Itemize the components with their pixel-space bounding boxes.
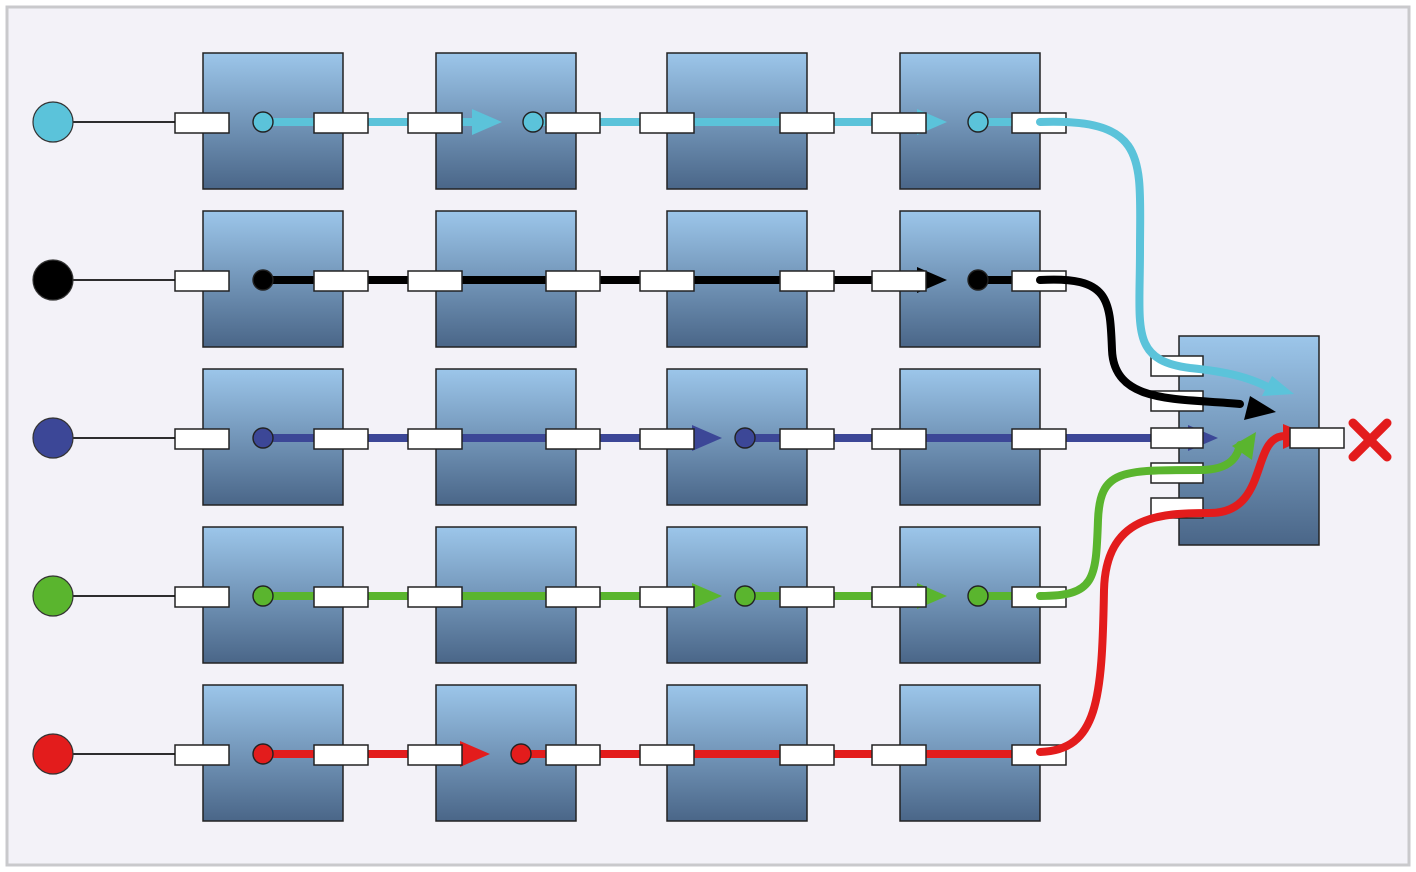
route-arrow-green xyxy=(1232,432,1256,460)
cross-icon-stroke xyxy=(1348,418,1392,462)
port-black-6 xyxy=(779,270,835,292)
junction-dot-black-1 xyxy=(252,269,274,291)
arrow-head-cyan-0 xyxy=(472,109,502,135)
port-red-4 xyxy=(545,744,601,766)
port-cyan-5 xyxy=(639,112,695,134)
port-cyan-4 xyxy=(545,112,601,134)
port-navy-5 xyxy=(639,428,695,450)
source-layer xyxy=(32,101,175,775)
port-cyan-6 xyxy=(779,112,835,134)
route-curve-cyan xyxy=(1036,117,1274,392)
port-black-1 xyxy=(174,270,230,292)
port-black-3 xyxy=(407,270,463,292)
source-node-black[interactable] xyxy=(32,259,74,301)
port-navy-1 xyxy=(174,428,230,450)
port-green-5 xyxy=(639,586,695,608)
merge-output-port xyxy=(1289,427,1345,449)
route-arrow-black xyxy=(1244,396,1276,420)
port-red-3 xyxy=(407,744,463,766)
junction-dot-navy-2 xyxy=(734,427,756,449)
port-red-5 xyxy=(639,744,695,766)
route-curve-red xyxy=(1036,432,1289,756)
port-black-4 xyxy=(545,270,601,292)
junction-dot-black-2 xyxy=(967,269,989,291)
port-red-6 xyxy=(779,744,835,766)
source-node-cyan[interactable] xyxy=(32,101,74,143)
junction-dot-navy-1 xyxy=(252,427,274,449)
route-arrow-cyan xyxy=(1262,376,1294,396)
port-black-7 xyxy=(871,270,927,292)
port-cyan-3 xyxy=(407,112,463,134)
port-cyan-1 xyxy=(174,112,230,134)
port-layer xyxy=(174,112,1204,766)
terminal-layer xyxy=(1036,117,1392,756)
arrow-head-red-0 xyxy=(460,741,490,767)
port-navy-4 xyxy=(545,428,601,450)
port-navy-6 xyxy=(779,428,835,450)
route-curve-black xyxy=(1036,275,1244,408)
source-node-red[interactable] xyxy=(32,733,74,775)
port-navy-2 xyxy=(313,428,369,450)
port-green-6 xyxy=(779,586,835,608)
junction-dot-cyan-3 xyxy=(967,111,989,133)
port-navy-3 xyxy=(407,428,463,450)
source-node-navy[interactable] xyxy=(32,417,74,459)
junction-dot-green-2 xyxy=(734,585,756,607)
port-black-5 xyxy=(639,270,695,292)
route-curve-green xyxy=(1036,441,1244,600)
junction-dot-cyan-1 xyxy=(252,111,274,133)
junction-dot-green-1 xyxy=(252,585,274,607)
junction-dot-cyan-2 xyxy=(522,111,544,133)
port-red-2 xyxy=(313,744,369,766)
source-node-green[interactable] xyxy=(32,575,74,617)
port-red-7 xyxy=(871,744,927,766)
port-red-1 xyxy=(174,744,230,766)
port-green-2 xyxy=(313,586,369,608)
port-cyan-7 xyxy=(871,112,927,134)
arrow-head-green-0 xyxy=(692,583,722,609)
port-green-1 xyxy=(174,586,230,608)
junction-dot-red-2 xyxy=(510,743,532,765)
flow-paths xyxy=(252,109,1218,767)
port-navy-8 xyxy=(1011,428,1067,450)
port-black-2 xyxy=(313,270,369,292)
port-green-4 xyxy=(545,586,601,608)
port-green-7 xyxy=(871,586,927,608)
port-green-3 xyxy=(407,586,463,608)
port-cyan-2 xyxy=(313,112,369,134)
merge-input-port-navy xyxy=(1150,427,1204,449)
junction-dot-green-3 xyxy=(967,585,989,607)
arrow-head-navy-0 xyxy=(692,425,722,451)
port-navy-7 xyxy=(871,428,927,450)
junction-dot-red-1 xyxy=(252,743,274,765)
